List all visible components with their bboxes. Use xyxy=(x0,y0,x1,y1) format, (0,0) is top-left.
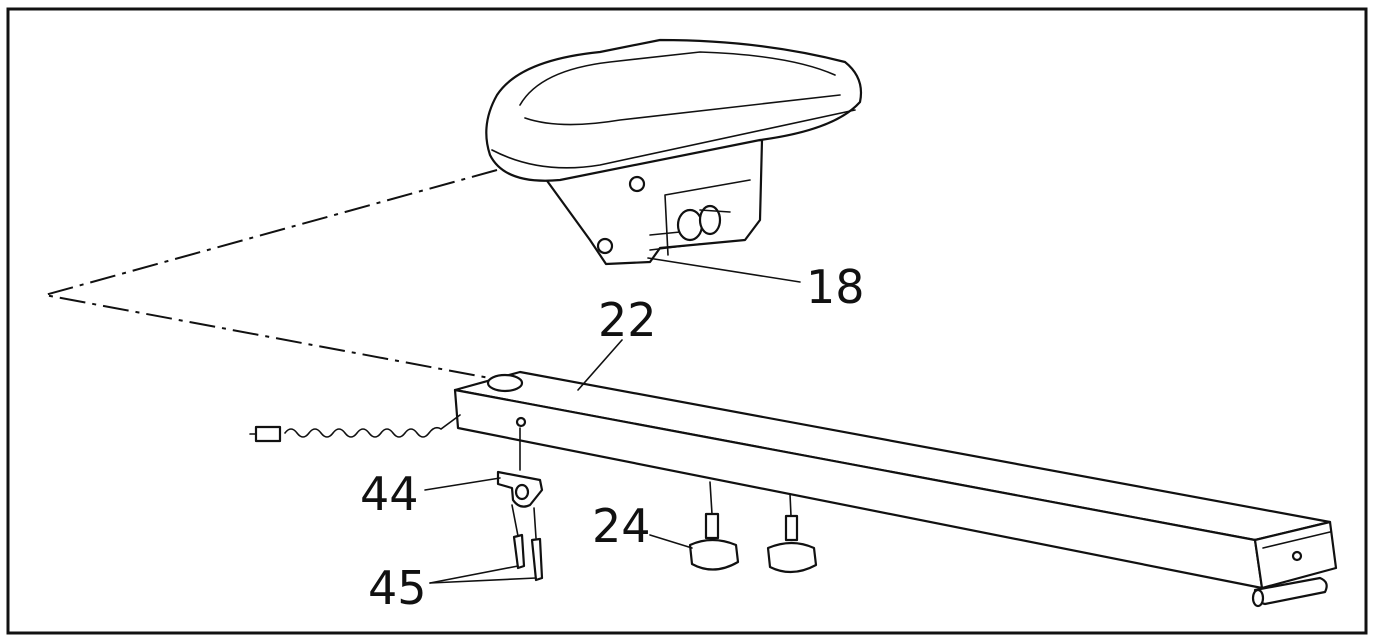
screws-45 xyxy=(511,504,544,582)
cable-plug xyxy=(254,425,282,443)
seat-bracket-edge xyxy=(664,179,751,256)
feet-24 xyxy=(688,481,818,574)
leader-45-a xyxy=(429,565,519,584)
callout-45: 45 xyxy=(368,561,427,615)
alignment-guide xyxy=(44,169,501,381)
foot-1 xyxy=(688,538,740,571)
callout-24: 24 xyxy=(592,499,651,553)
seat xyxy=(485,38,863,266)
callout-18: 18 xyxy=(806,260,865,314)
screw-guide-1 xyxy=(511,504,519,537)
cable-coil xyxy=(284,414,461,438)
tube-seat-hole xyxy=(486,373,524,393)
screw-guide-2 xyxy=(533,507,537,539)
leader-18 xyxy=(647,257,801,283)
seat-knob xyxy=(676,208,704,242)
tube-side-hole xyxy=(515,416,527,428)
seat-bolt-lower xyxy=(596,237,614,255)
callout-44: 44 xyxy=(360,467,419,521)
bracket-hole xyxy=(514,483,530,501)
seat-cushion xyxy=(485,38,863,182)
sensor-cable xyxy=(249,414,461,443)
tube-end-wheel-hub xyxy=(1251,588,1265,608)
leader-45-b xyxy=(429,577,537,584)
foot-guide-2 xyxy=(789,493,792,517)
bracket-44 xyxy=(496,427,544,508)
foot-2 xyxy=(766,541,818,574)
seat-cushion-ridge xyxy=(524,94,841,126)
seat-bolt-upper xyxy=(628,175,646,193)
seat-cushion-top-edge xyxy=(519,51,836,106)
leader-24 xyxy=(649,534,693,549)
foot-stem-2 xyxy=(784,514,799,542)
callout-22: 22 xyxy=(598,293,657,347)
tube-end-hole xyxy=(1291,550,1303,562)
stabilizer-tube xyxy=(453,370,1338,608)
tube-end-cap-line xyxy=(1262,531,1331,549)
leader-44 xyxy=(424,477,501,491)
screw-2 xyxy=(530,537,544,582)
leader-22 xyxy=(577,339,623,391)
figure-border xyxy=(6,7,1368,635)
seat-knob-cap xyxy=(698,204,722,236)
foot-guide-1 xyxy=(709,481,713,515)
seat-cushion-base-line xyxy=(491,109,856,169)
foot-stem-1 xyxy=(704,512,720,540)
seat-knob-shaft xyxy=(699,209,731,213)
screw-1 xyxy=(512,533,526,570)
